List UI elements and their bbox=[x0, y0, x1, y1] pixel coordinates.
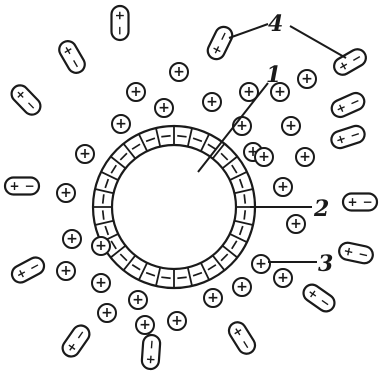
counter-ion: + bbox=[136, 316, 154, 334]
plus-sign: + bbox=[130, 84, 142, 100]
plus-sign: + bbox=[258, 149, 270, 165]
dipole-plus: + bbox=[347, 195, 357, 209]
counter-ion: + bbox=[233, 117, 251, 135]
negative-charge-sign: − bbox=[235, 208, 254, 223]
counter-ion: + bbox=[233, 278, 251, 296]
label-3: 3 bbox=[318, 251, 333, 277]
plus-sign: + bbox=[290, 216, 302, 232]
leader-line-4b bbox=[290, 26, 346, 58]
negative-charge-sign: − bbox=[159, 268, 174, 287]
dipole-minus: − bbox=[24, 179, 34, 193]
counter-ion: + bbox=[203, 93, 221, 111]
dipole-molecule: +− bbox=[343, 194, 377, 211]
dipole-molecule: +− bbox=[141, 334, 160, 369]
charged-adsorption-ring: −−−−−−−−−−−−−−−−−−−−−−−−−−−− bbox=[93, 126, 255, 288]
dipole-molecule: +− bbox=[331, 46, 369, 78]
counter-ion: + bbox=[298, 70, 316, 88]
counter-ion: + bbox=[76, 145, 94, 163]
counter-ion: + bbox=[274, 178, 292, 196]
dipole-molecule: +− bbox=[205, 24, 235, 62]
dipole-molecule: +− bbox=[112, 6, 129, 40]
dipole-molecule: +− bbox=[226, 319, 258, 357]
plus-sign: + bbox=[79, 146, 91, 162]
counter-ion: + bbox=[92, 274, 110, 292]
counter-ion: + bbox=[282, 117, 300, 135]
label-2: 2 bbox=[313, 196, 329, 222]
dipole-minus: − bbox=[113, 25, 127, 35]
dipole-molecule: +− bbox=[56, 38, 88, 76]
counter-ion: + bbox=[170, 63, 188, 81]
plus-sign: + bbox=[139, 317, 151, 333]
dipole-molecule: +− bbox=[329, 124, 367, 151]
dipole-plus: + bbox=[143, 354, 158, 365]
negative-charge-sign: − bbox=[175, 268, 190, 287]
plus-sign: + bbox=[95, 275, 107, 291]
counter-ion: + bbox=[112, 115, 130, 133]
dipole-minus: − bbox=[144, 339, 159, 350]
counter-ion: + bbox=[296, 148, 314, 166]
plus-sign: + bbox=[301, 71, 313, 87]
dipole-plus: + bbox=[113, 10, 127, 20]
dipole-molecule: +− bbox=[329, 90, 367, 119]
label-1: 1 bbox=[266, 62, 281, 88]
plus-sign: + bbox=[277, 270, 289, 286]
plus-sign: + bbox=[243, 84, 255, 100]
dipole-molecule: +− bbox=[338, 241, 375, 265]
plus-sign: + bbox=[206, 94, 218, 110]
counter-ion: + bbox=[98, 304, 116, 322]
counter-ion: + bbox=[274, 269, 292, 287]
plus-sign: + bbox=[66, 231, 78, 247]
plus-sign: + bbox=[173, 64, 185, 80]
dipole-molecule: +− bbox=[8, 82, 44, 118]
plus-sign: + bbox=[299, 149, 311, 165]
counter-ion: + bbox=[155, 99, 173, 117]
dipole-capsule bbox=[8, 82, 44, 118]
counter-ion: + bbox=[204, 289, 222, 307]
negative-charge-sign: − bbox=[93, 208, 112, 223]
dipole-plus: + bbox=[9, 179, 19, 193]
plus-sign: + bbox=[101, 305, 113, 321]
counter-ion: + bbox=[92, 237, 110, 255]
particle-core bbox=[112, 145, 236, 269]
counter-ion: + bbox=[57, 184, 75, 202]
counter-ion: + bbox=[287, 215, 305, 233]
negative-charge-sign: − bbox=[235, 192, 254, 207]
counter-ion: + bbox=[63, 230, 81, 248]
dipole-molecule: +− bbox=[9, 255, 47, 286]
negative-charge-sign: − bbox=[93, 192, 112, 207]
plus-sign: + bbox=[95, 238, 107, 254]
plus-sign: + bbox=[158, 100, 170, 116]
leader-line-4a bbox=[229, 24, 268, 38]
plus-sign: + bbox=[255, 256, 267, 272]
dipole-molecule: +− bbox=[300, 281, 338, 314]
plus-sign: + bbox=[132, 292, 144, 308]
plus-sign: + bbox=[60, 185, 72, 201]
plus-sign: + bbox=[115, 116, 127, 132]
negative-charge-sign: − bbox=[175, 126, 190, 145]
counter-ion: + bbox=[168, 312, 186, 330]
plus-sign: + bbox=[285, 118, 297, 134]
plus-sign: + bbox=[171, 313, 183, 329]
dipole-minus: − bbox=[362, 195, 372, 209]
dipole-molecule: +− bbox=[59, 322, 92, 360]
plus-sign: + bbox=[277, 179, 289, 195]
plus-sign: + bbox=[236, 279, 248, 295]
counter-ion: + bbox=[127, 83, 145, 101]
counter-ion: + bbox=[129, 291, 147, 309]
counter-ion: + bbox=[255, 148, 273, 166]
counter-ion: + bbox=[252, 255, 270, 273]
counter-ion: + bbox=[57, 262, 75, 280]
plus-sign: + bbox=[207, 290, 219, 306]
negative-charge-sign: − bbox=[159, 126, 174, 145]
dipole-molecule: +− bbox=[5, 178, 39, 195]
plus-sign: + bbox=[60, 263, 72, 279]
label-4: 4 bbox=[268, 11, 283, 37]
